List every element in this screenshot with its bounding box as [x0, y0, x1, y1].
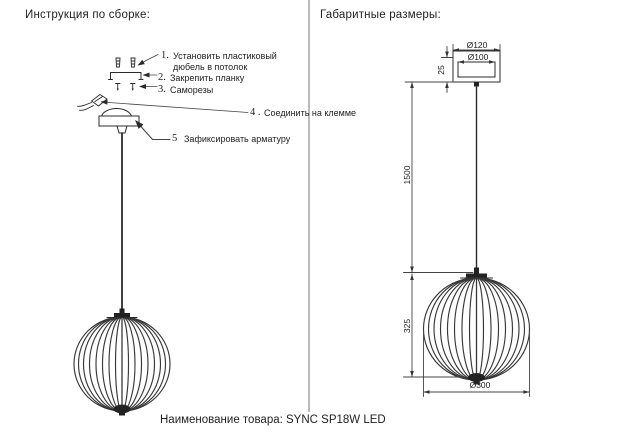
- dowel-icon: [115, 57, 136, 68]
- step-4-number: 4 .: [250, 107, 261, 118]
- dimensions-title: Габаритные размеры:: [320, 9, 441, 21]
- step-3-number: 3.: [158, 84, 166, 95]
- cord-connector: [474, 82, 479, 87]
- step-2-label: Закрепить планку: [170, 73, 245, 83]
- step-5-number: 5: [172, 133, 180, 144]
- step-4-label: Соединить на клемме: [264, 108, 357, 118]
- step-1-label: Установить пластиковый дюбель в потолок: [173, 51, 277, 72]
- dim-shade-height: 325: [402, 318, 412, 334]
- wires: [77, 102, 94, 111]
- product-caption: Наименование товара: SYNC SP18W LED: [160, 414, 386, 426]
- dimension-arrowheads: [410, 48, 530, 394]
- bracket-icon: [108, 72, 144, 80]
- dimension-lines: [403, 44, 530, 397]
- canopy: [98, 108, 140, 134]
- terminal-block: [90, 93, 108, 107]
- step-5-label: Зафиксировать арматуру: [184, 134, 291, 144]
- shade-bottom-cap: [468, 373, 485, 385]
- step-5: 5: [172, 133, 180, 145]
- step-3: 3.: [158, 84, 166, 96]
- dim-canopy-outer-diameter: Ø120: [466, 40, 488, 50]
- dim-suspension-length: 1500: [402, 165, 412, 185]
- cage-shade: [73, 316, 171, 412]
- step-2-number: 2.: [158, 72, 166, 83]
- panel-divider: [308, 0, 310, 412]
- dim-shade-diameter: Ø300: [469, 380, 491, 390]
- shade-caps: [113, 308, 131, 416]
- dim-canopy-inner-diameter: Ø100: [467, 52, 489, 62]
- shade-top-fitting: [466, 267, 487, 278]
- step-1: 1.: [161, 50, 169, 62]
- dimension-diagram: [403, 44, 531, 397]
- step-2: 2.: [158, 72, 166, 84]
- assembly-title: Инструкция по сборке:: [25, 9, 151, 21]
- step-1-number: 1.: [161, 50, 169, 61]
- dim-canopy-height: 25: [436, 65, 446, 75]
- cage-shade: [422, 277, 531, 381]
- assembly-diagram: [73, 54, 249, 416]
- step-3-label: Саморезы: [170, 85, 214, 95]
- step-4: 4 .: [250, 107, 261, 119]
- screw-icon: [115, 83, 136, 91]
- product-caption-label: Наименование товара:: [160, 414, 283, 426]
- product-name: SYNC SP18W LED: [286, 414, 386, 426]
- leader-arrowheads: [100, 59, 150, 129]
